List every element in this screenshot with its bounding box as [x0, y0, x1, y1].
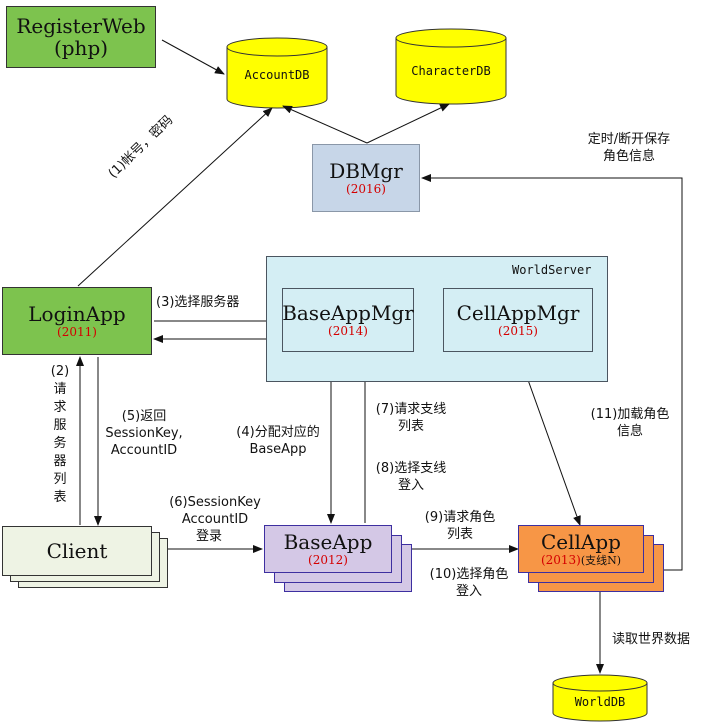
baseapp-node: BaseApp (2012)	[264, 525, 392, 573]
save-line1: 定时/断开保存	[587, 132, 671, 147]
step5-label: (5)返回 SessionKey, AccountID	[96, 408, 192, 459]
cellapp-note: (支线N)	[580, 553, 622, 567]
step8-label: (8)选择支线 登入	[366, 460, 456, 494]
step2-char-0: (2)	[50, 364, 70, 379]
step8-line2: 登入	[397, 478, 424, 493]
step5-line1: (5)返回	[121, 409, 167, 424]
step6-line1: (6)SessionKey	[169, 495, 261, 510]
baseappmgr-title: BaseAppMgr	[282, 300, 414, 325]
dbmgr-title: DBMgr	[329, 158, 403, 183]
cellappmgr-node: CellAppMgr (2015)	[443, 288, 593, 352]
dbmgr-to-accountdb-arrow	[282, 105, 368, 144]
step7-line1: (7)请求支线	[375, 402, 447, 417]
world-db-label: WorldDB	[575, 695, 626, 709]
account-db-cylinder: AccountDB	[226, 37, 328, 109]
step11-line1: (11)加载角色	[590, 407, 670, 422]
register-to-accountdb-arrow	[161, 39, 225, 75]
step4-line1: (4)分配对应的	[236, 425, 320, 440]
step8-line1: (8)选择支线	[375, 461, 447, 476]
cellapp-port: (2013)	[540, 552, 581, 567]
step11-label: (11)加载角色 信息	[580, 406, 680, 440]
step2-char-6: 列	[53, 472, 67, 487]
step4-label: (4)分配对应的 BaseApp	[226, 424, 330, 458]
baseapp-title: BaseApp	[283, 529, 373, 554]
step9-label: (9)请求角色 列表	[412, 509, 508, 543]
save-line2: 角色信息	[602, 149, 655, 164]
step6-label: (6)SessionKey AccountID 登录	[160, 494, 270, 545]
step10-label: (10)选择角色 登入	[416, 566, 522, 600]
step2-char-4: 务	[53, 436, 67, 451]
step5-line2: SessionKey,	[105, 426, 183, 441]
step2-char-3: 服	[53, 418, 67, 433]
step3-label: (3)选择服务器	[156, 295, 240, 310]
registerweb-subtitle: (php)	[53, 36, 109, 60]
worldserver-title: WorldServer	[512, 263, 592, 277]
step2-char-2: 求	[53, 400, 67, 415]
step9-line2: 列表	[446, 527, 473, 542]
dbmgr-port: (2016)	[346, 181, 386, 196]
step11-line2: 信息	[616, 424, 643, 439]
loginapp-node: LoginApp (2011)	[2, 287, 152, 355]
baseappmgr-port: (2014)	[328, 323, 368, 338]
baseapp-port: (2012)	[308, 552, 348, 567]
cellappmgr-port: (2015)	[498, 323, 538, 338]
step7-line2: 列表	[397, 419, 424, 434]
step6-line3: 登录	[196, 529, 223, 544]
dbmgr-node: DBMgr (2016)	[312, 144, 420, 212]
registerweb-node: RegisterWeb (php)	[6, 6, 156, 68]
step5-line3: AccountID	[110, 443, 178, 458]
registerweb-title: RegisterWeb	[16, 14, 146, 38]
step2-char-1: 请	[53, 382, 67, 397]
cellapp-node: CellApp (2013)(支线N)	[518, 525, 644, 573]
cellappmgr-title: CellAppMgr	[456, 300, 580, 325]
step4-line2: BaseApp	[249, 442, 307, 457]
step6-line2: AccountID	[181, 512, 249, 527]
cellapp-to-dbmgr-arrow	[421, 174, 683, 571]
save-label: 定时/断开保存 角色信息	[576, 131, 682, 165]
client-title: Client	[46, 539, 108, 563]
step9-line1: (9)请求角色	[424, 510, 496, 525]
login-to-accountdb-arrow	[77, 107, 273, 287]
step7-label: (7)请求支线 列表	[366, 401, 456, 435]
step10-line1: (10)选择角色	[429, 567, 509, 582]
baseappmgr-node: BaseAppMgr (2014)	[282, 288, 414, 352]
step10-line2: 登入	[455, 584, 482, 599]
cellapp-title: CellApp	[541, 529, 621, 554]
world-db-cylinder: WorldDB	[552, 674, 648, 722]
character-db-cylinder: CharacterDB	[395, 28, 507, 105]
loginapp-port: (2011)	[57, 324, 97, 339]
character-db-label: CharacterDB	[411, 64, 490, 78]
client-node: Client	[2, 526, 152, 576]
step2-char-7: 表	[53, 490, 67, 505]
read-world-label: 读取世界数据	[612, 632, 691, 647]
account-db-label: AccountDB	[244, 68, 309, 82]
loginapp-title: LoginApp	[28, 301, 126, 326]
step2-char-5: 器	[53, 454, 67, 469]
dbmgr-to-characterdb-arrow	[366, 103, 450, 144]
